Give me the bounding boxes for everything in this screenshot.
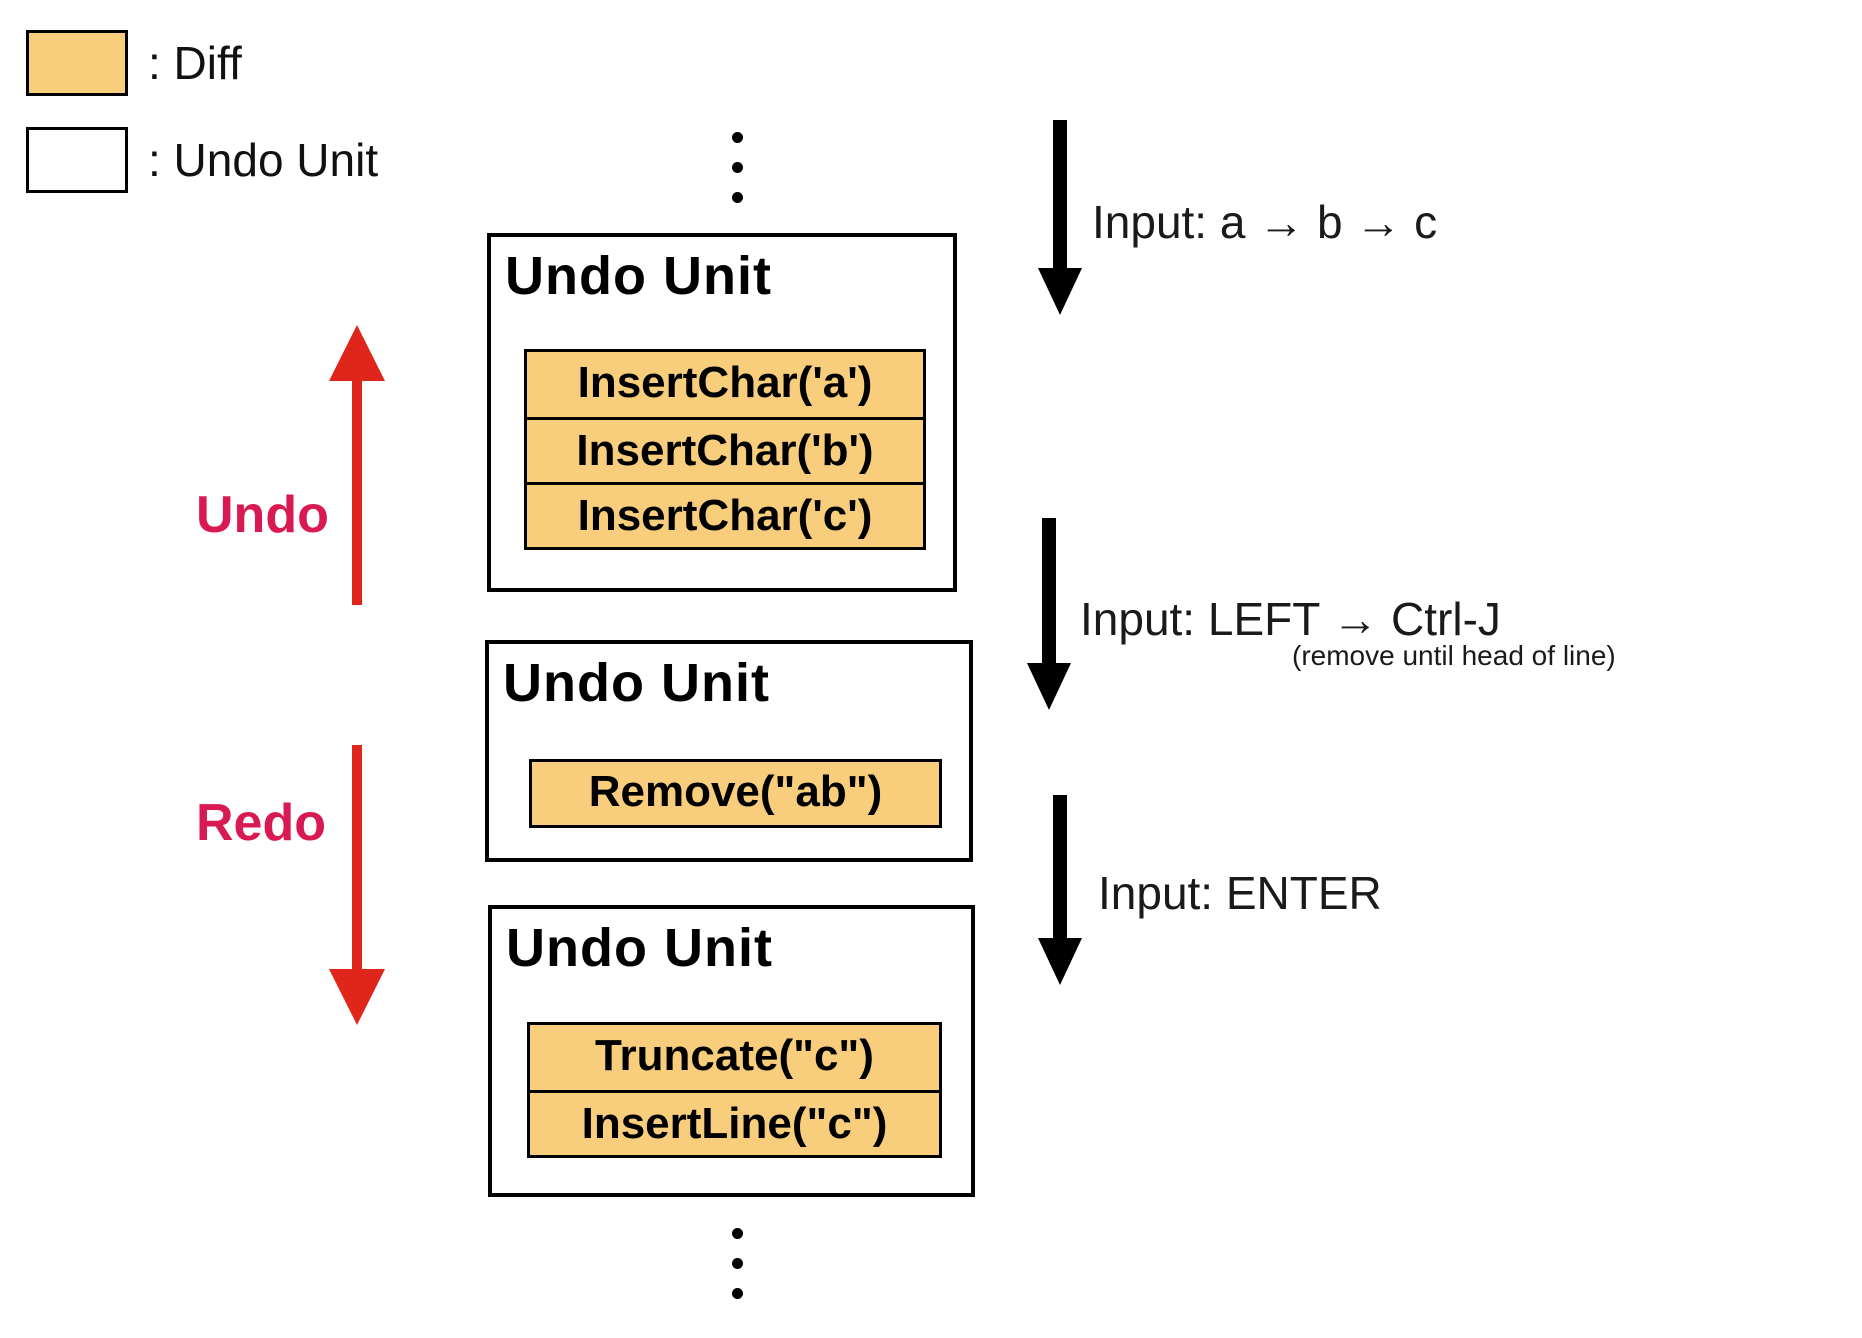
legend-diff-swatch — [26, 30, 128, 96]
redo-down-arrow-icon — [327, 745, 387, 1025]
input-label-left-ctrlj: Input: LEFT → Ctrl-J — [1080, 593, 1501, 645]
input-note-remove-until-head: (remove until head of line) — [1292, 640, 1616, 671]
diff-stack: Remove("ab") — [529, 759, 942, 828]
redo-label: Redo — [196, 794, 326, 852]
diff-item: InsertLine("c") — [530, 1090, 939, 1155]
undo-unit-title: Undo Unit — [506, 918, 773, 978]
input-down-arrow-icon — [1032, 795, 1088, 985]
diff-stack: InsertChar('a') InsertChar('b') InsertCh… — [524, 349, 926, 550]
diff-item: InsertChar('a') — [527, 352, 923, 417]
diff-item: InsertChar('b') — [527, 417, 923, 482]
legend-undo-unit-label: : Undo Unit — [148, 134, 379, 186]
input-down-arrow-icon — [1021, 518, 1077, 710]
ellipsis-top-icon — [732, 132, 743, 203]
undo-unit-box-3: Undo Unit Truncate("c") InsertLine("c") — [488, 905, 975, 1197]
legend-undo-unit-swatch — [26, 127, 128, 193]
diff-item: Truncate("c") — [530, 1025, 939, 1090]
ellipsis-bottom-icon — [732, 1228, 743, 1299]
legend-diff-label: : Diff — [148, 37, 242, 89]
undo-label: Undo — [196, 486, 329, 544]
diff-item: InsertChar('c') — [527, 482, 923, 547]
diff-item: Remove("ab") — [532, 762, 939, 825]
undo-unit-title: Undo Unit — [503, 653, 770, 713]
undo-unit-box-1: Undo Unit InsertChar('a') InsertChar('b'… — [487, 233, 957, 592]
input-label-enter: Input: ENTER — [1098, 867, 1382, 919]
undo-unit-title: Undo Unit — [505, 246, 772, 306]
undo-up-arrow-icon — [327, 325, 387, 605]
input-label-abc: Input: a → b → c — [1092, 196, 1438, 248]
undo-unit-box-2: Undo Unit Remove("ab") — [485, 640, 973, 862]
diff-stack: Truncate("c") InsertLine("c") — [527, 1022, 942, 1158]
input-down-arrow-icon — [1032, 120, 1088, 315]
